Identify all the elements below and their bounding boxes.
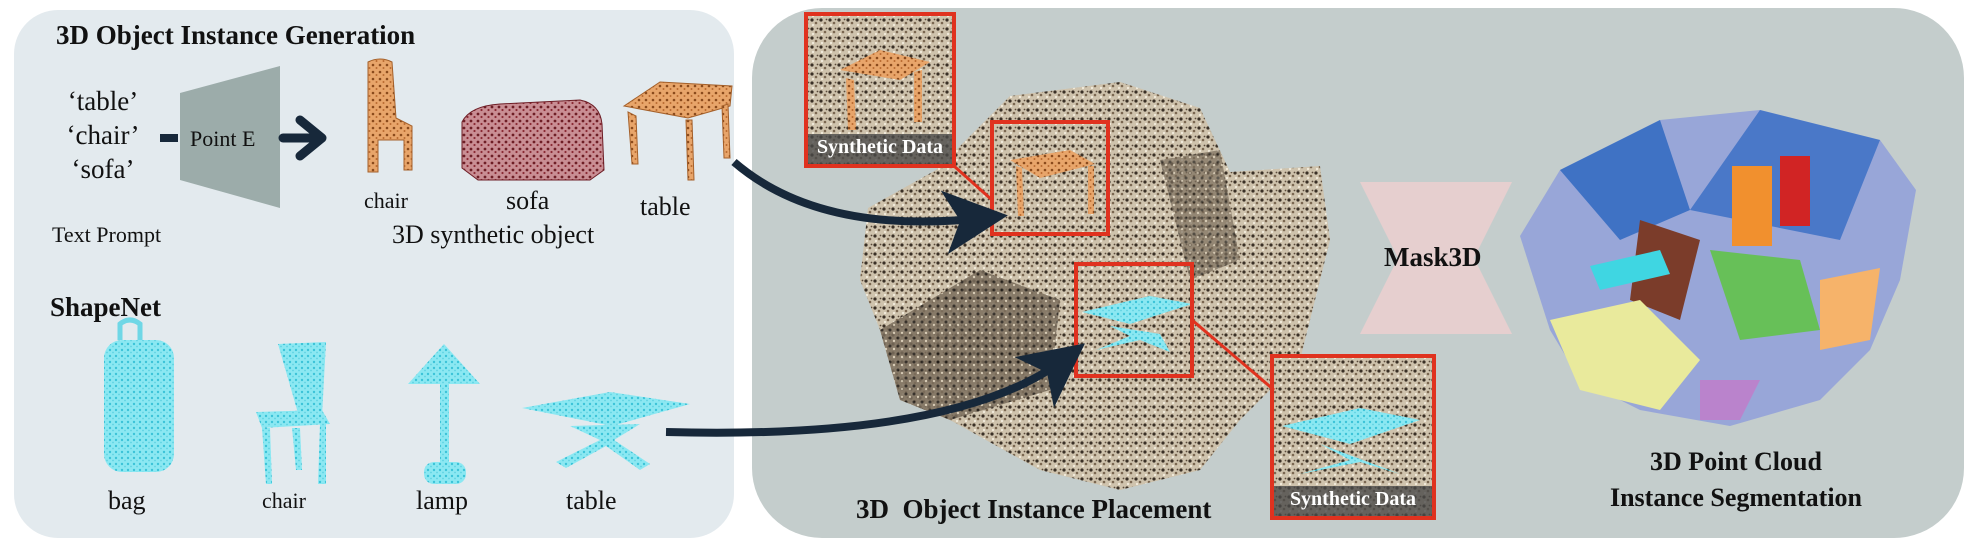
inset-top-label: Synthetic Data xyxy=(816,136,944,158)
synthetic-data-inset-top xyxy=(804,12,956,168)
point-e-label: Point E xyxy=(190,126,256,151)
shapenet-chair-label: chair xyxy=(262,488,306,513)
zoom-connector-bottom xyxy=(1191,318,1275,392)
synthetic-chair-object xyxy=(367,58,413,173)
placement-title: 3D Object Instance Placement xyxy=(856,494,1212,524)
prompt-table: ‘table’ xyxy=(67,86,139,116)
highlight-box-top xyxy=(990,120,1110,236)
shapenet-title: ShapeNet xyxy=(50,292,162,322)
synthetic-sofa-object xyxy=(461,99,605,181)
segmentation-title-line1: 3D Point Cloud xyxy=(1650,447,1822,476)
synthetic-sofa-label: sofa xyxy=(506,186,550,215)
segmentation-title-line2: Instance Segmentation xyxy=(1609,483,1863,512)
synthetic-table-object xyxy=(622,81,733,181)
point-e-arrow xyxy=(278,115,327,161)
shapenet-lamp-label: lamp xyxy=(416,486,468,515)
generation-title: 3D Object Instance Generation xyxy=(56,20,416,50)
shapenet-bag-object xyxy=(104,317,174,472)
shapenet-to-scene-arrow xyxy=(665,343,1085,437)
synthetic-data-inset-bottom xyxy=(1270,354,1436,520)
room-point-cloud xyxy=(860,82,1330,490)
inset-bottom-label: Synthetic Data xyxy=(1289,488,1417,510)
prompt-caption: Text Prompt xyxy=(52,222,162,247)
point-e-block xyxy=(180,66,280,208)
shapenet-table-object xyxy=(522,392,690,470)
mask3d-label: Mask3D xyxy=(1384,242,1482,272)
segmentation-title: 3D Point Cloud Instance Segmentation xyxy=(1556,444,1916,516)
prompt-chair: ‘chair’ xyxy=(66,120,140,150)
synthetic-table-label: table xyxy=(640,192,691,221)
synthetic-to-scene-arrow xyxy=(731,158,1008,255)
shapenet-lamp-object xyxy=(408,344,480,484)
synthetic-objects-caption: 3D synthetic object xyxy=(392,220,595,249)
shapenet-chair-object xyxy=(256,342,330,484)
prompt-sofa: ‘sofa’ xyxy=(71,154,135,184)
mask3d-block xyxy=(1360,182,1512,334)
shapenet-bag-label: bag xyxy=(108,486,146,515)
shapenet-table-label: table xyxy=(566,486,617,515)
segmented-point-cloud xyxy=(1520,110,1916,426)
synthetic-chair-label: chair xyxy=(364,188,408,213)
placed-synthetic-table xyxy=(1010,150,1095,216)
placed-shapenet-table xyxy=(1082,296,1192,352)
